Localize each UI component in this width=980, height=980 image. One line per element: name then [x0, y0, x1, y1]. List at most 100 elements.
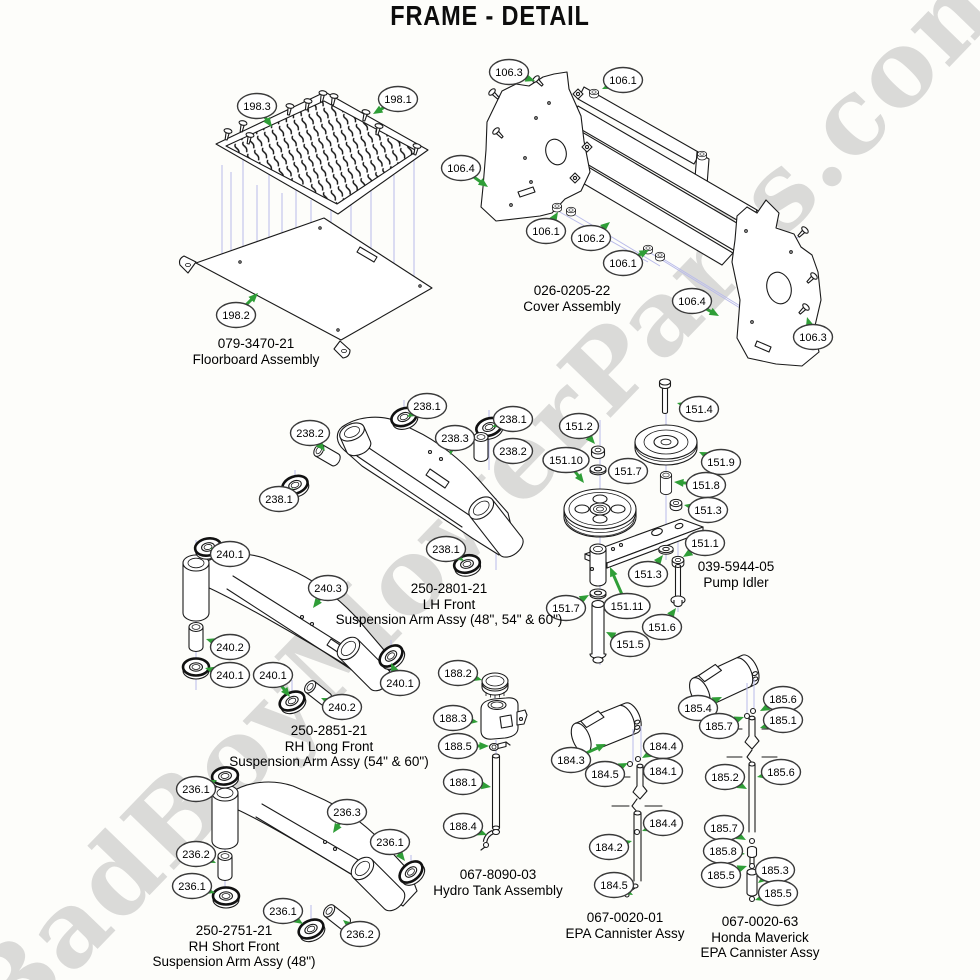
- callout-198.1: 198.1: [373, 85, 419, 114]
- callout-ellipse: [440, 154, 482, 182]
- callout-ellipse: [258, 485, 300, 513]
- callout-ellipse: [542, 446, 590, 474]
- callout-arrowhead: [313, 598, 322, 608]
- callout-151.10: 151.10: [542, 446, 590, 483]
- callout-ellipse: [425, 535, 467, 563]
- callout-ellipse: [642, 757, 684, 785]
- callout-number: 151.6: [648, 622, 676, 634]
- callout-106.1: 106.1: [525, 212, 567, 245]
- callout-ellipse: [700, 448, 742, 476]
- callout-238.2: 238.2: [289, 419, 331, 451]
- callout-arrowhead: [477, 178, 488, 187]
- callout-number: 240.1: [216, 670, 244, 682]
- callout-number: 240.2: [328, 702, 356, 714]
- callout-ellipse: [684, 529, 726, 557]
- callout-ellipse: [209, 661, 251, 689]
- callout-number: 151.4: [685, 404, 713, 416]
- callout-ellipse: [588, 833, 630, 861]
- callout-ellipse: [215, 301, 257, 329]
- pump-idler-drawing: [563, 378, 704, 665]
- callout-151.7: 151.7: [545, 594, 589, 622]
- callout-number: 236.3: [333, 807, 361, 819]
- callout-240.1: 240.1: [252, 661, 294, 697]
- callout-ellipse: [792, 323, 834, 351]
- hydro-tank-drawing: [480, 672, 528, 851]
- callout-106.3: 106.3: [792, 317, 834, 351]
- callout-number: 151.2: [565, 421, 593, 433]
- callout-number: 184.5: [600, 880, 628, 892]
- cover-drawing: [480, 71, 822, 367]
- callout-240.1: 240.1: [209, 540, 251, 568]
- callout-number: 185.2: [711, 772, 739, 784]
- callout-106.4: 106.4: [440, 154, 488, 187]
- callout-ellipse: [442, 768, 484, 796]
- callout-236.1: 236.1: [262, 897, 304, 925]
- callout-number: 185.6: [769, 694, 797, 706]
- callout-ellipse: [550, 746, 592, 774]
- callout-106.1: 106.1: [602, 66, 644, 94]
- callout-185.7: 185.7: [703, 814, 746, 842]
- callout-188.5: 188.5: [437, 732, 489, 760]
- callout-236.1: 236.1: [369, 828, 411, 861]
- callout-number: 236.2: [346, 929, 374, 941]
- callout-number: 184.3: [557, 755, 585, 767]
- callout-arrowhead: [578, 595, 589, 604]
- callout-188.2: 188.2: [437, 659, 482, 687]
- callout-ellipse: [570, 224, 612, 252]
- callout-ellipse: [677, 694, 719, 722]
- callout-185.4: 185.4: [677, 694, 722, 722]
- callout-number: 236.1: [178, 881, 206, 893]
- callout-number: 236.1: [376, 837, 404, 849]
- callout-ellipse: [760, 758, 802, 786]
- callout-number: 184.4: [649, 741, 677, 753]
- callout-238.1: 238.1: [425, 535, 467, 563]
- callout-ellipse: [432, 704, 474, 732]
- callout-number: 151.3: [634, 569, 662, 581]
- callout-ellipse: [602, 249, 644, 277]
- callout-238.1: 238.1: [406, 392, 448, 420]
- callout-number: 151.10: [549, 455, 583, 467]
- callout-arrowhead: [281, 687, 290, 697]
- callout-184.3: 184.3: [550, 744, 606, 774]
- callout-number: 238.1: [432, 544, 460, 556]
- callout-arrowhead: [735, 831, 746, 840]
- callout-arrowhead: [667, 608, 676, 619]
- callout-arrowhead: [333, 822, 342, 833]
- callout-arrowhead: [373, 105, 384, 114]
- callout-185.6: 185.6: [757, 758, 802, 786]
- callout-arrowhead: [395, 851, 405, 861]
- callout-185.8: 185.8: [702, 837, 745, 865]
- callout-106.4: 106.4: [671, 287, 719, 316]
- callout-number: 106.4: [678, 296, 706, 308]
- callout-240.2: 240.2: [206, 633, 251, 661]
- callout-ellipse: [379, 669, 421, 697]
- callout-ellipse: [545, 594, 587, 622]
- callout-ellipse: [175, 840, 217, 868]
- callout-240.1: 240.1: [379, 663, 421, 697]
- callout-184.4: 184.4: [642, 809, 684, 837]
- callout-ellipse: [307, 574, 349, 602]
- callout-ellipse: [326, 798, 368, 826]
- callout-185.1: 185.1: [760, 706, 804, 734]
- callout-ellipse: [704, 763, 746, 791]
- callout-number: 238.2: [499, 446, 527, 458]
- callout-238.2: 238.2: [492, 437, 534, 465]
- epa-cannister-drawing: [565, 696, 669, 898]
- callout-number: 106.3: [799, 332, 827, 344]
- callout-185.5: 185.5: [755, 879, 799, 907]
- callout-151.7: 151.7: [607, 457, 649, 485]
- callout-185.7: 185.7: [698, 712, 744, 740]
- callout-arrowhead: [480, 781, 491, 790]
- callout-arrowhead: [760, 703, 771, 711]
- callout-number: 185.3: [761, 865, 789, 877]
- callout-arrowhead: [653, 555, 663, 565]
- callout-151.5: 151.5: [606, 630, 651, 658]
- callout-number: 106.1: [609, 258, 637, 270]
- callout-number: 188.1: [449, 777, 477, 789]
- callout-151.6: 151.6: [641, 608, 683, 641]
- callout-number: 240.3: [314, 583, 342, 595]
- callout-ellipse: [593, 871, 635, 899]
- callout-184.4: 184.4: [642, 732, 684, 760]
- callout-number: 185.1: [769, 715, 797, 727]
